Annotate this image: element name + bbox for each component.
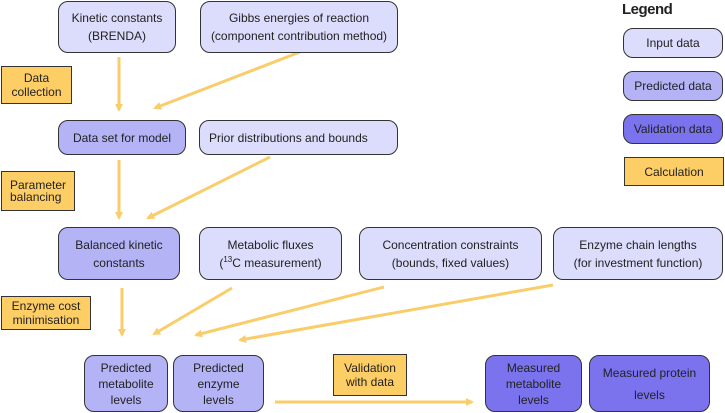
legend-label: Predicted data xyxy=(634,79,712,93)
arrow-chainlengths-to-predicted xyxy=(238,283,554,343)
step-text: Validation xyxy=(344,361,396,375)
legend-validation-data: Validation data xyxy=(623,114,723,144)
node-text: Prior distributions and bounds xyxy=(209,130,368,145)
step-text: balancing xyxy=(10,190,62,204)
node-balanced-kinetic: Balanced kinetic constants xyxy=(58,227,180,280)
node-text: Concentration constraints xyxy=(382,237,519,252)
legend-input-data: Input data xyxy=(623,28,723,58)
node-text: (bounds, fixed values) xyxy=(391,255,510,270)
node-text: Kinetic constants xyxy=(71,11,163,25)
step-text: with data xyxy=(345,375,394,389)
arrow-gibbs-to-dataset xyxy=(153,50,301,110)
node-text: Measured protein xyxy=(602,365,697,380)
node-text: Balanced kinetic xyxy=(75,237,163,252)
node-text: (13C measurement) xyxy=(219,254,321,272)
node-text: Predicted xyxy=(193,360,244,375)
node-text: constants xyxy=(93,255,145,270)
step-text: Enzyme cost xyxy=(11,299,81,313)
node-text: levels xyxy=(203,392,234,407)
node-text: Data set for model xyxy=(72,130,172,145)
node-text: (for investment function) xyxy=(573,255,703,270)
arrow-concentration-to-predicted xyxy=(194,285,385,338)
node-text: levels xyxy=(518,392,549,407)
node-text: (BRENDA) xyxy=(87,29,146,43)
node-text: (component contribution method) xyxy=(210,29,388,43)
step-text: Data xyxy=(23,71,50,85)
node-enzyme-chain-lengths: Enzyme chain lengths (for investment func… xyxy=(553,227,723,280)
node-text: Enzyme chain lengths xyxy=(579,237,697,252)
node-text: Gibbs energies of reaction xyxy=(228,11,370,25)
legend-label: Validation data xyxy=(633,122,713,136)
text-part: C measurement) xyxy=(232,255,322,270)
node-prior-distributions: Prior distributions and bounds xyxy=(199,120,398,155)
node-text: metabolite xyxy=(505,376,562,391)
legend-calculation: Calculation xyxy=(624,157,724,186)
node-concentration-constraints: Concentration constraints (bounds, fixed … xyxy=(359,227,542,280)
legend-title: Legend xyxy=(622,1,673,18)
node-kinetic-constants: Kinetic constants (BRENDA) xyxy=(58,1,176,53)
node-metabolic-fluxes: Metabolic fluxes(13C measurement) xyxy=(199,227,342,280)
node-text: Predicted xyxy=(100,360,152,375)
step-text: minimisation xyxy=(12,313,80,327)
node-data-set: Data set for model xyxy=(58,120,186,155)
node-text: levels xyxy=(110,392,142,407)
node-gibbs-energies: Gibbs energies of reaction (component con… xyxy=(200,1,398,53)
step-text: collection xyxy=(11,85,62,99)
arrow-fluxes-to-predicted xyxy=(152,286,233,336)
node-text: enzyme xyxy=(197,376,240,391)
node-text: levels xyxy=(634,387,665,402)
node-text: Measured xyxy=(506,360,561,375)
legend-label: Input data xyxy=(646,36,700,50)
arrow-prior-to-balanced xyxy=(146,155,271,220)
node-text: Metabolic fluxes xyxy=(227,237,314,252)
superscript: 13 xyxy=(223,254,233,264)
text-part: ( xyxy=(219,255,224,270)
legend-predicted-data: Predicted data xyxy=(623,71,723,101)
node-measured-protein: Measured protein levels xyxy=(589,355,710,412)
legend-label: Calculation xyxy=(644,164,704,179)
node-text: metabolite xyxy=(98,376,154,391)
step-text: Parameter xyxy=(10,178,67,192)
